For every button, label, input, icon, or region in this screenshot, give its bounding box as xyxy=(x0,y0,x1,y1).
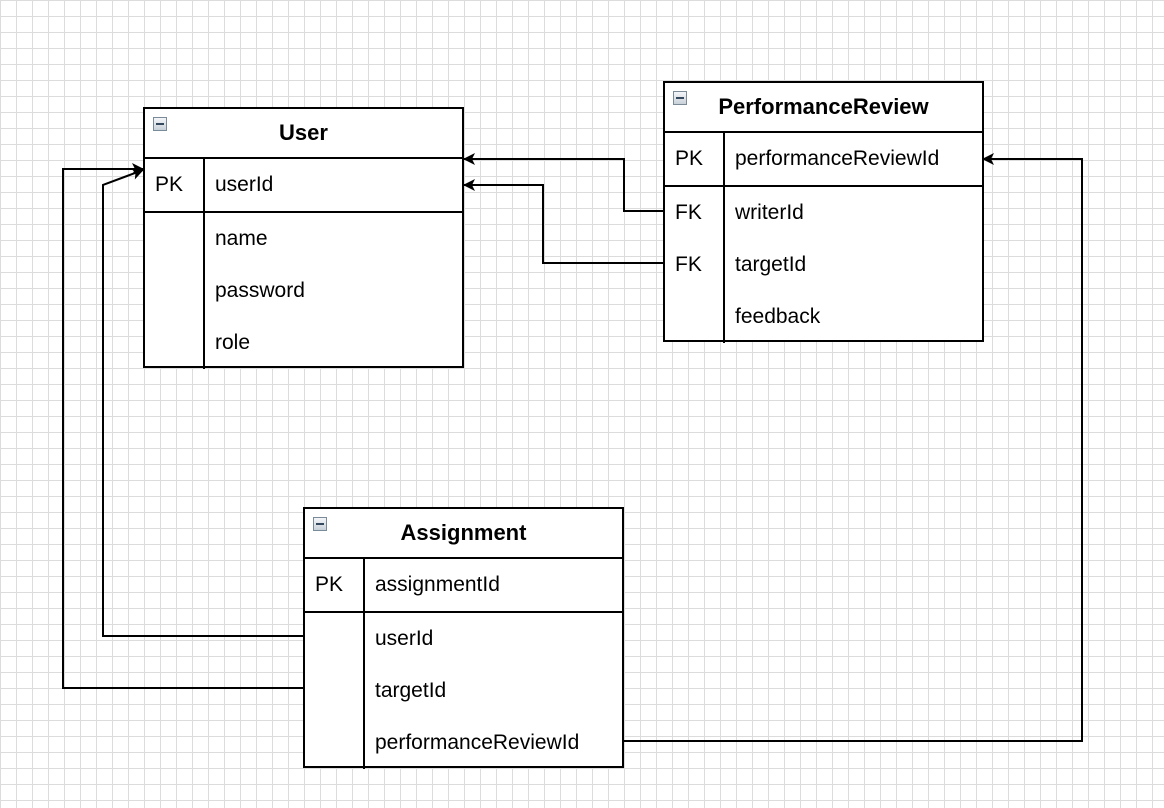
attribute-row[interactable]: feedback xyxy=(665,291,982,343)
entity-user[interactable]: User PK userId name password role xyxy=(143,107,464,369)
field-name: userId xyxy=(375,627,434,650)
connector-assignment-userId-to-userId[interactable] xyxy=(102,168,303,637)
key-column-divider xyxy=(203,159,205,211)
key-label: PK xyxy=(155,173,184,196)
entity-title: Assignment xyxy=(400,520,527,545)
attribute-row[interactable]: FK targetId xyxy=(665,239,982,291)
pk-row[interactable]: PK userId xyxy=(145,159,462,211)
collapse-icon[interactable] xyxy=(673,91,687,105)
field-name: assignmentId xyxy=(375,573,500,596)
attributes-section: name password role xyxy=(145,213,462,369)
attribute-row[interactable]: name xyxy=(145,213,462,265)
field-name: performanceReviewId xyxy=(375,731,580,754)
field-name: targetId xyxy=(735,253,807,276)
connector-writerId-to-userId[interactable] xyxy=(463,153,663,212)
entity-assignment[interactable]: Assignment PK assignmentId userId target… xyxy=(303,507,624,769)
collapse-icon[interactable] xyxy=(153,117,167,131)
field-name: feedback xyxy=(735,305,821,328)
key-column-divider xyxy=(203,213,205,369)
key-column-divider xyxy=(723,133,725,185)
field-name: targetId xyxy=(375,679,447,702)
key-column-divider xyxy=(723,187,725,343)
pk-section: PK userId xyxy=(145,159,462,213)
collapse-icon[interactable] xyxy=(313,517,327,531)
field-name: name xyxy=(215,227,268,250)
entity-title: User xyxy=(279,120,328,145)
attribute-row[interactable]: userId xyxy=(305,613,622,665)
entity-title: PerformanceReview xyxy=(718,94,929,119)
key-label: FK xyxy=(675,253,702,276)
entity-header[interactable]: Assignment xyxy=(305,509,622,559)
key-column-divider xyxy=(363,559,365,611)
attribute-row[interactable]: targetId xyxy=(305,665,622,717)
connector-assignment-targetId-to-userId[interactable] xyxy=(62,163,303,689)
key-label: PK xyxy=(675,147,704,170)
attributes-section: FK writerId FK targetId feedback xyxy=(665,187,982,343)
connector-assignment-performanceReviewId-to-pk[interactable] xyxy=(623,153,1083,742)
pk-section: PK assignmentId xyxy=(305,559,622,613)
field-name: performanceReviewId xyxy=(735,147,940,170)
field-name: password xyxy=(215,279,305,302)
attribute-row[interactable]: performanceReviewId xyxy=(305,717,622,769)
key-label: PK xyxy=(315,573,344,596)
attribute-row[interactable]: FK writerId xyxy=(665,187,982,239)
connector-targetId-to-userId[interactable] xyxy=(463,179,663,264)
entity-header[interactable]: User xyxy=(145,109,462,159)
attribute-row[interactable]: role xyxy=(145,317,462,369)
pk-section: PK performanceReviewId xyxy=(665,133,982,187)
attributes-section: userId targetId performanceReviewId xyxy=(305,613,622,769)
pk-row[interactable]: PK performanceReviewId xyxy=(665,133,982,185)
pk-row[interactable]: PK assignmentId xyxy=(305,559,622,611)
key-label: FK xyxy=(675,201,702,224)
attribute-row[interactable]: password xyxy=(145,265,462,317)
key-column-divider xyxy=(363,613,365,769)
field-name: role xyxy=(215,331,251,354)
field-name: userId xyxy=(215,173,274,196)
entity-performance-review[interactable]: PerformanceReview PK performanceReviewId… xyxy=(663,81,984,343)
field-name: writerId xyxy=(735,201,804,224)
entity-header[interactable]: PerformanceReview xyxy=(665,83,982,133)
